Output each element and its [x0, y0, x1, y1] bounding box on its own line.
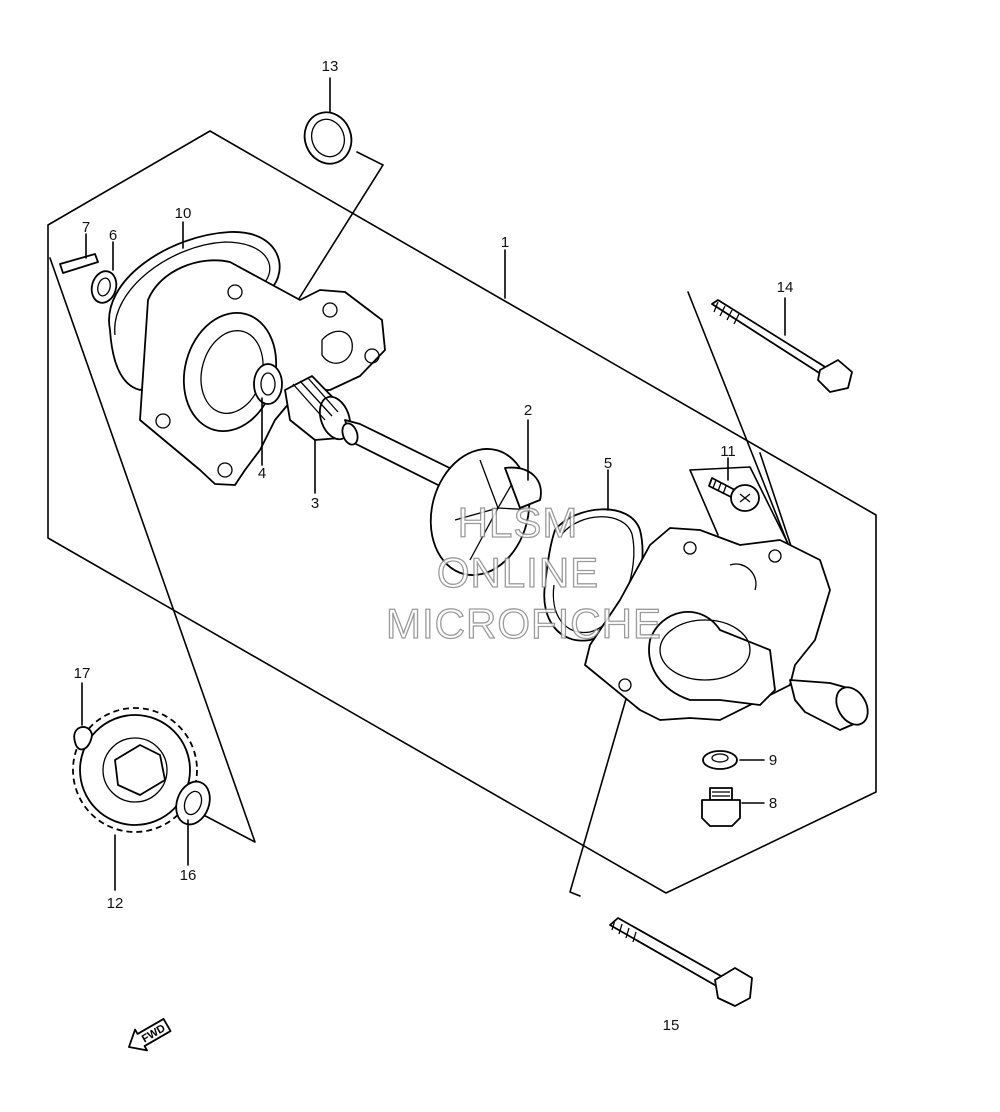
- leader-lines: [81, 77, 786, 891]
- bolt-part-14: [711, 299, 853, 393]
- callout-6: 6: [109, 227, 117, 244]
- screw-part-11: [708, 477, 760, 512]
- callout-8: 8: [769, 795, 777, 812]
- mechanical-seal-part-3: [284, 375, 352, 441]
- drain-bolt-part-8: [701, 787, 741, 827]
- forward-arrow-icon: FWD: [128, 1018, 172, 1052]
- callout-3: 3: [311, 495, 319, 512]
- callout-2: 2: [524, 402, 532, 419]
- bracket-line-15: [569, 691, 629, 897]
- callout-5: 5: [604, 455, 612, 472]
- callout-10: 10: [175, 205, 192, 222]
- forward-arrow-label: FWD: [140, 1022, 168, 1045]
- assembly-outline: [47, 130, 877, 894]
- callout-4: 4: [258, 465, 266, 482]
- watermark-line-2: ONLINE: [437, 549, 599, 596]
- callout-12: 12: [107, 895, 124, 912]
- callout-17: 17: [74, 665, 91, 682]
- washer-part-16: [175, 780, 211, 826]
- watermark-line-3: MICROFICHE: [386, 600, 662, 647]
- pin-part-7: [59, 253, 99, 274]
- washer-part-9: [702, 750, 738, 770]
- o-ring-part-13: [303, 111, 353, 165]
- gear-part-12: [72, 707, 198, 833]
- bracket-line-13: [294, 151, 384, 306]
- washer-part-6: [90, 270, 118, 304]
- impeller-part-2: [429, 448, 542, 576]
- bolt-part-15: [609, 917, 753, 1007]
- watermark-line-1: HLSM: [458, 499, 579, 546]
- circlip-part-17: [73, 726, 93, 751]
- callout-7: 7: [82, 219, 90, 236]
- callout-9: 9: [769, 752, 777, 769]
- callout-14: 14: [777, 279, 794, 296]
- callout-16: 16: [180, 867, 197, 884]
- pump-case-body: [584, 527, 869, 731]
- callout-1: 1: [501, 234, 509, 251]
- bearing-part-4: [253, 363, 283, 405]
- callout-11: 11: [720, 443, 736, 460]
- callout-15: 15: [663, 1017, 680, 1034]
- callout-labels: 13 1 10 7 6 14 11 2 5 4 3 17 12 16 9 8 1…: [74, 58, 794, 1034]
- callout-13: 13: [322, 58, 339, 75]
- watermark: HLSM ONLINE MICROFICHE: [385, 498, 662, 647]
- bracket-line-11: [689, 466, 806, 579]
